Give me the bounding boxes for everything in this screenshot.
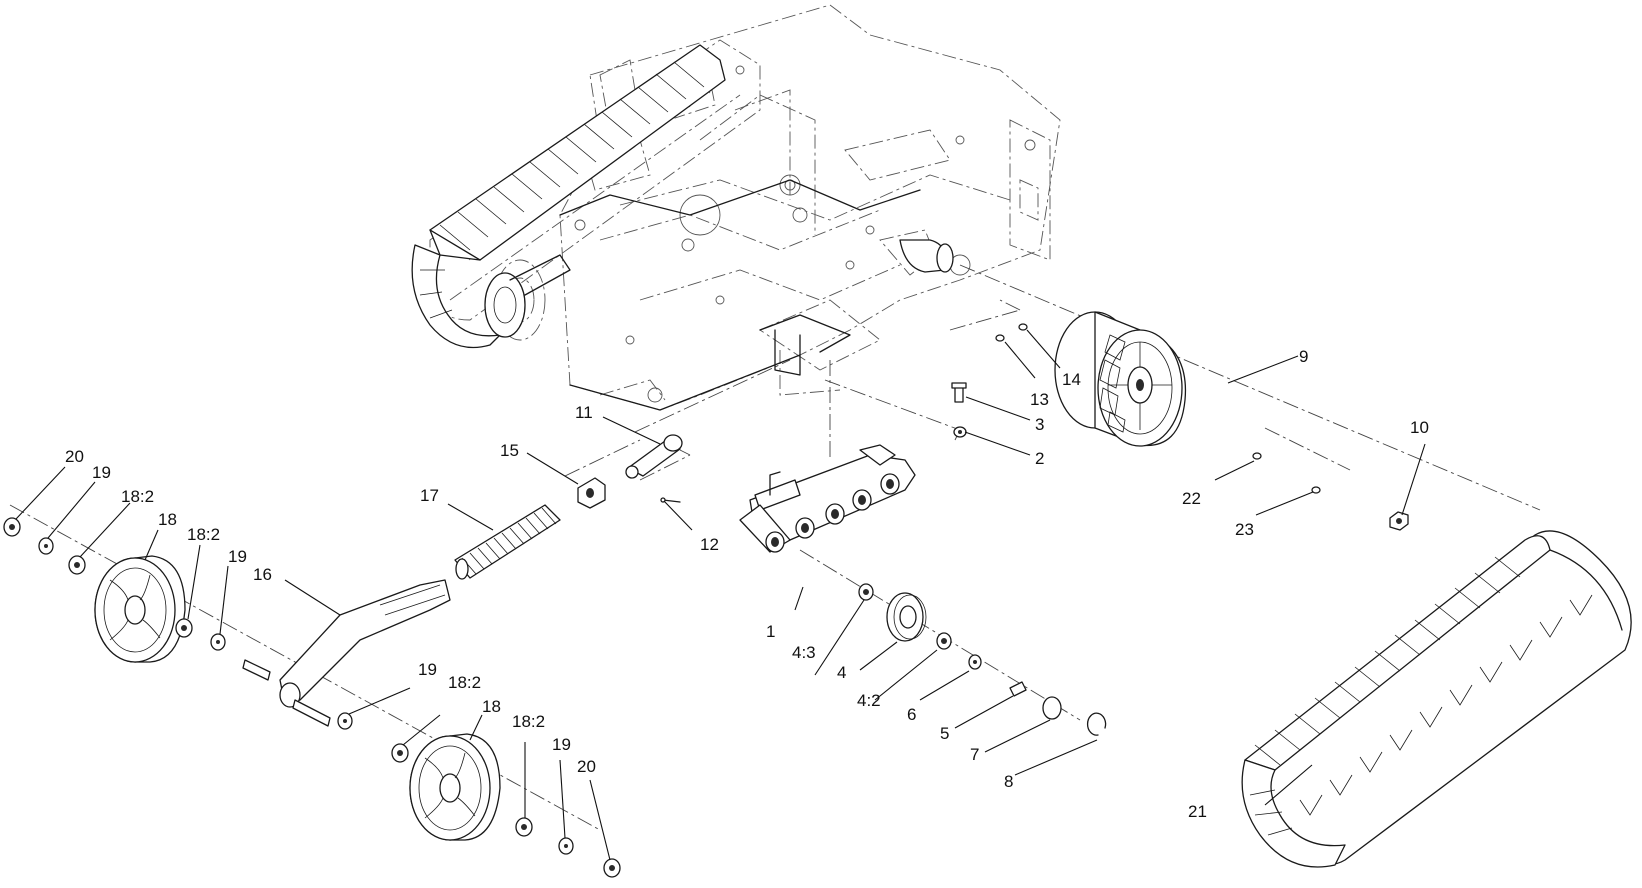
fitting-14: [1018, 323, 1028, 331]
callout-4: 4: [837, 663, 846, 682]
pin-11: [625, 434, 683, 479]
nut-10: [1389, 511, 1409, 531]
callout-18-upper: 18: [158, 510, 177, 529]
callout-4-2: 4:2: [857, 691, 881, 710]
drive-sprocket: [1054, 311, 1187, 447]
callout-18-2-a: 18:2: [121, 487, 154, 506]
callout-19-c: 19: [418, 660, 437, 679]
callout-labels: 1 2 3 4 4:2 4:3 5 6 7 8 9 10 11 12 13 14…: [65, 347, 1429, 821]
fitting-22: [1252, 452, 1262, 460]
spring-block-15: [577, 477, 606, 509]
hardware-parts: [242, 323, 1409, 736]
callout-10: 10: [1410, 418, 1429, 437]
callout-19-b: 19: [228, 547, 247, 566]
idler-wheel-lower: [409, 733, 501, 841]
callout-4-3: 4:3: [792, 643, 816, 662]
callout-8: 8: [1004, 772, 1013, 791]
roller-frame: [739, 444, 916, 553]
callout-18-lower: 18: [482, 697, 501, 716]
callout-3: 3: [1035, 415, 1044, 434]
callout-5: 5: [940, 724, 949, 743]
left-track-assembly: [411, 44, 726, 349]
callout-18-2-d: 18:2: [512, 712, 545, 731]
fitting-23: [1311, 486, 1321, 494]
callout-1: 1: [766, 622, 775, 641]
callout-20-b: 20: [577, 757, 596, 776]
roller-4-set: [858, 583, 952, 650]
spring-17: [454, 504, 561, 580]
callout-9: 9: [1299, 347, 1308, 366]
callout-19-a: 19: [92, 463, 111, 482]
callout-16: 16: [253, 565, 272, 584]
callout-18-2-c: 18:2: [448, 673, 481, 692]
callout-13: 13: [1030, 390, 1049, 409]
callout-22: 22: [1182, 489, 1201, 508]
chassis-frame: [559, 179, 954, 411]
callout-7: 7: [970, 745, 979, 764]
callout-18-2-b: 18:2: [187, 525, 220, 544]
callout-6: 6: [907, 705, 916, 724]
cap-7: [1042, 696, 1062, 720]
callout-21: 21: [1188, 802, 1207, 821]
washer-6: [968, 654, 982, 670]
callout-23: 23: [1235, 520, 1254, 539]
bolt-5: [1009, 681, 1027, 697]
callout-14: 14: [1062, 370, 1081, 389]
snap-ring-8: [1086, 712, 1107, 736]
bolt-3: [951, 382, 967, 403]
idler-wheel-upper: [94, 555, 186, 663]
idler-hardware: [3, 517, 621, 878]
callout-20-a: 20: [65, 447, 84, 466]
rubber-track: [1241, 530, 1632, 868]
callout-15: 15: [500, 441, 519, 460]
callout-11: 11: [575, 403, 593, 422]
callout-12: 12: [700, 535, 719, 554]
callout-17: 17: [420, 486, 439, 505]
callout-19-d: 19: [552, 735, 571, 754]
leader-lines: [15, 329, 1426, 861]
nut-2: [953, 426, 967, 438]
callout-2: 2: [1035, 449, 1044, 468]
fitting-13: [995, 334, 1005, 342]
idler-arm-16: [242, 579, 451, 727]
